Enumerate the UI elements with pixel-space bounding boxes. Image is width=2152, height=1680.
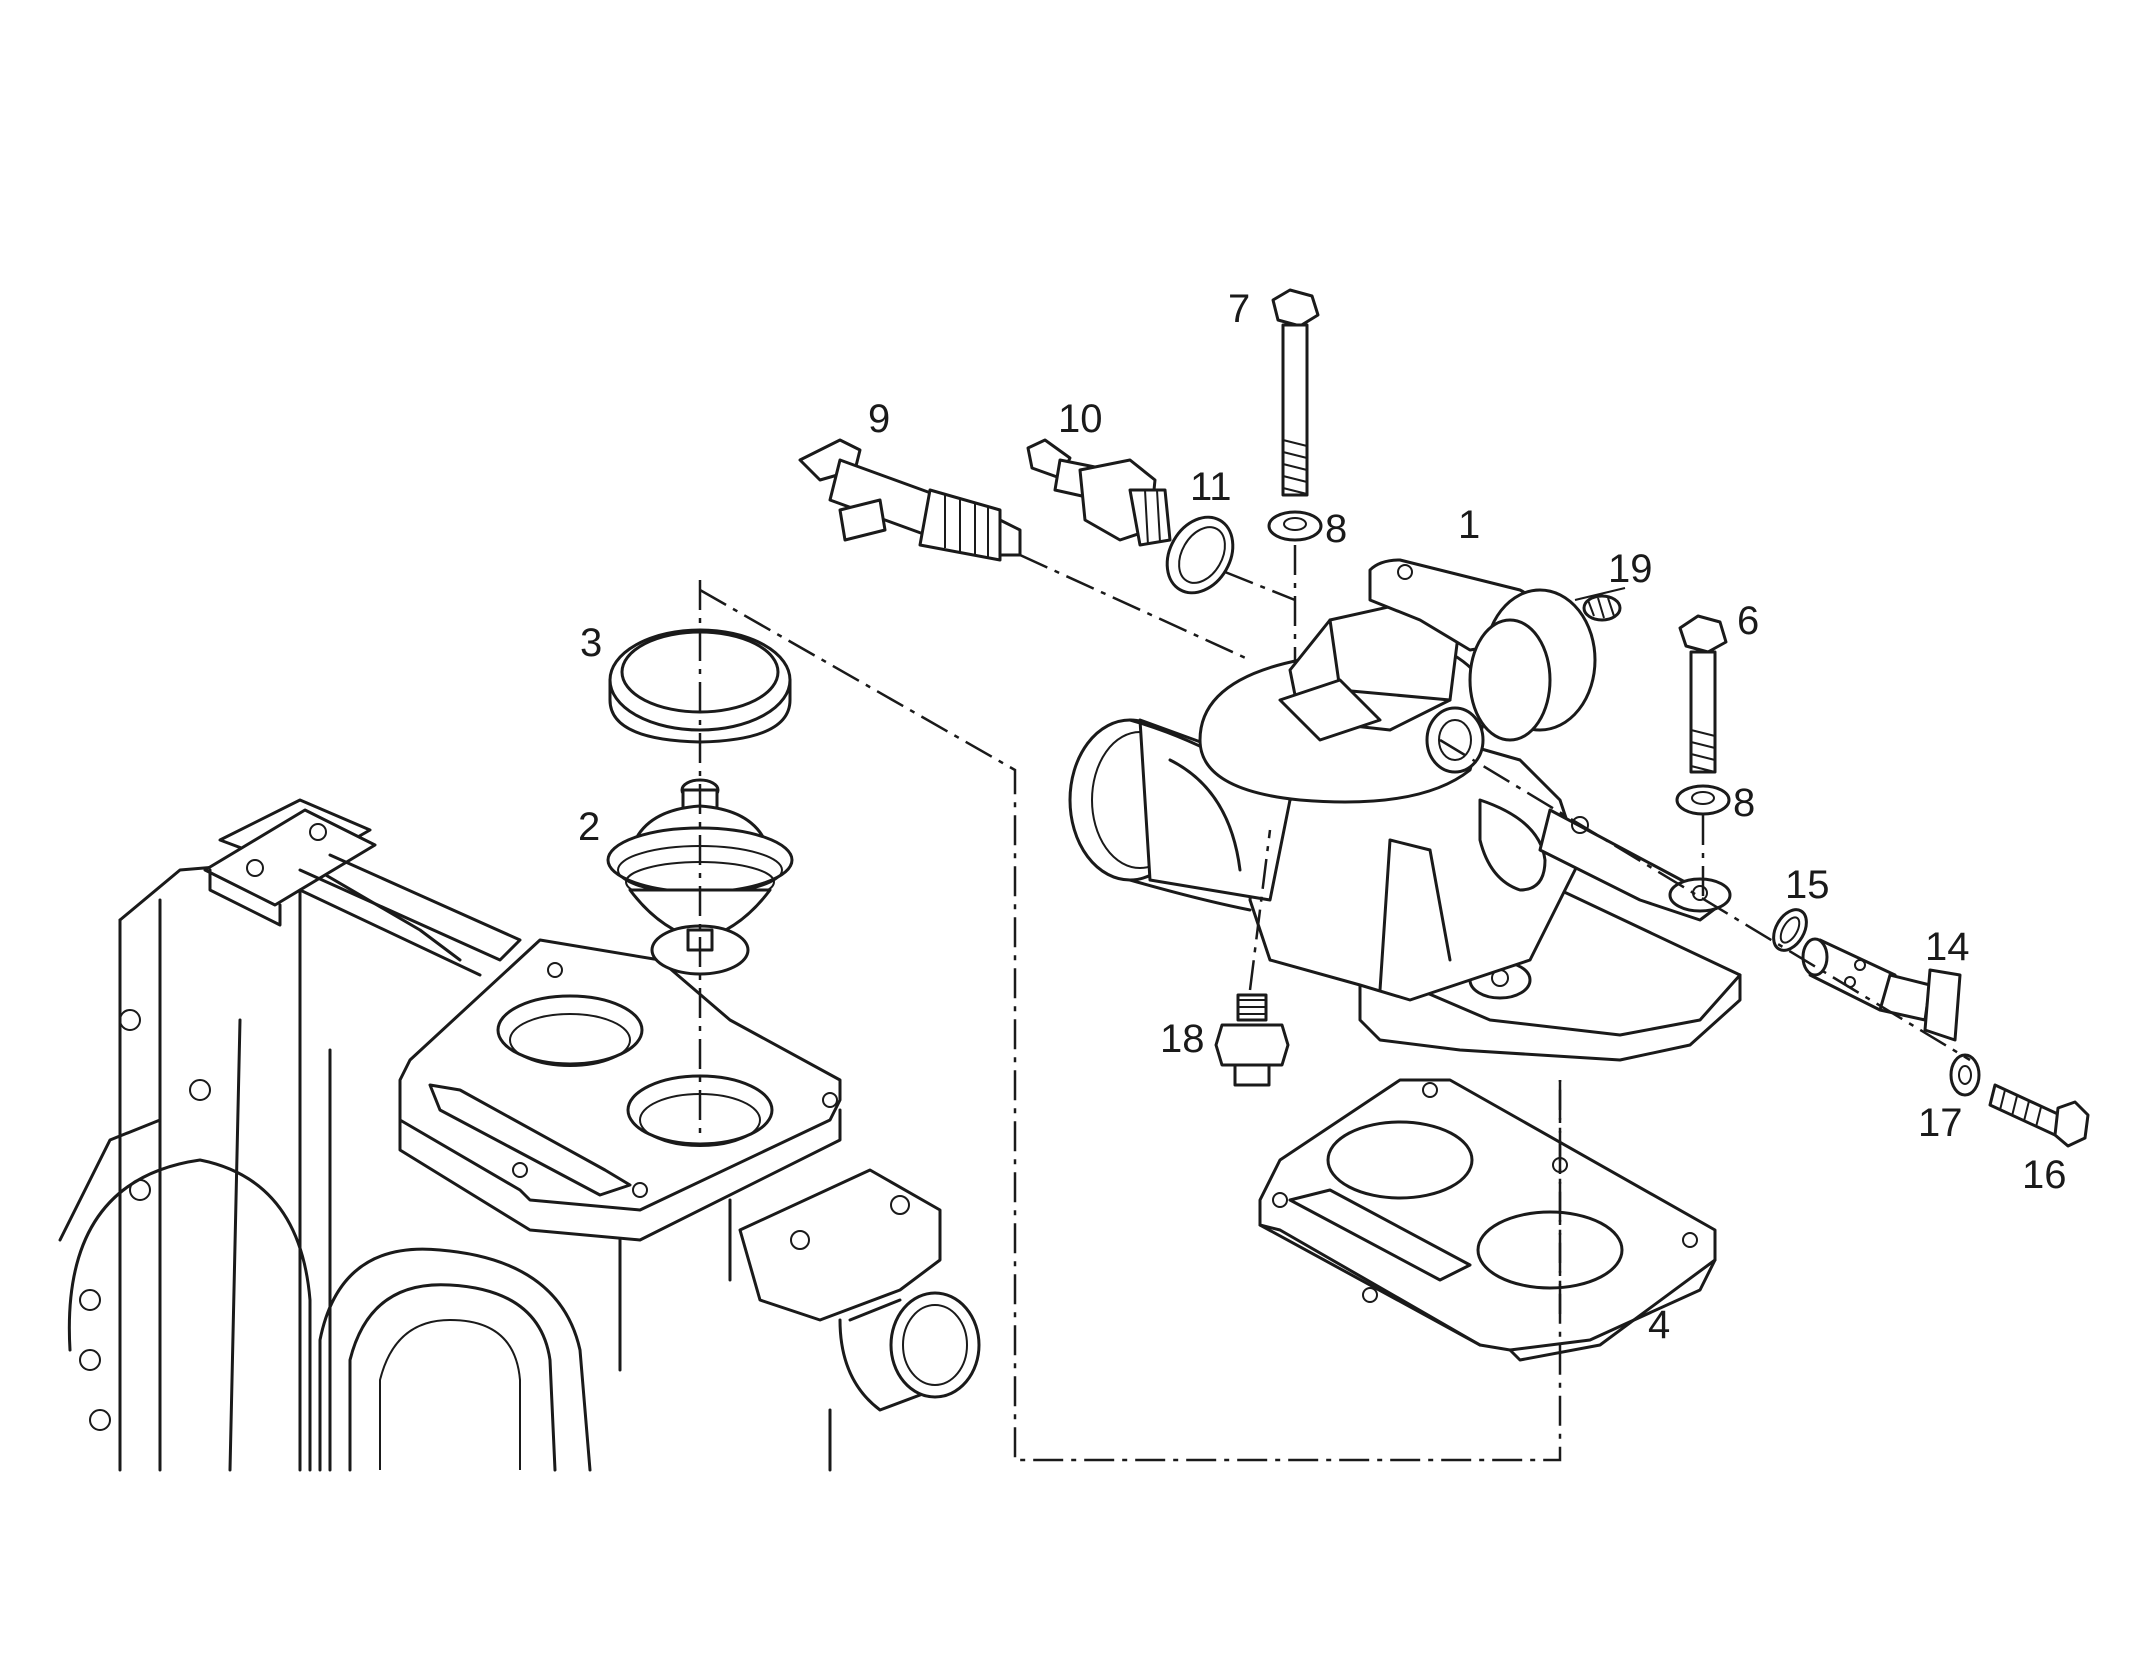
callout-14: 14 — [1925, 925, 1970, 969]
callout-4: 4 — [1648, 1303, 1670, 1347]
bolt-part-6 — [1678, 614, 1728, 774]
callout-19: 19 — [1608, 547, 1653, 591]
screw-part-16 — [1988, 1083, 2090, 1148]
callout-18: 18 — [1160, 1017, 1205, 1061]
thermostat-housing-part-1 — [1068, 558, 1742, 1062]
callout-8-lower: 8 — [1733, 781, 1755, 825]
plug-part-19 — [1582, 594, 1622, 622]
callout-17: 17 — [1918, 1101, 1963, 1145]
sensor-part-14 — [1801, 937, 1962, 1042]
thermostat-housing-seat — [398, 938, 842, 1372]
callout-9: 9 — [868, 397, 890, 441]
washer-part-8-lower — [1675, 784, 1731, 816]
washer-part-8-upper — [1267, 510, 1323, 542]
callout-6: 6 — [1737, 599, 1759, 643]
callout-7: 7 — [1228, 287, 1250, 331]
callout-8-upper: 8 — [1325, 507, 1347, 551]
washer-part-17 — [1949, 1053, 1981, 1097]
thermostat-part-2 — [606, 778, 794, 976]
callout-15: 15 — [1785, 863, 1830, 907]
callout-16: 16 — [2022, 1153, 2067, 1197]
temperature-switch-part-10 — [1026, 438, 1172, 547]
temperature-sender-part-9 — [798, 438, 1022, 562]
callout-1: 1 — [1458, 503, 1480, 547]
callout-10: 10 — [1058, 397, 1103, 441]
engine-block-housing — [58, 798, 592, 1472]
callout-11: 11 — [1190, 465, 1232, 509]
o-ring-part-15 — [1772, 908, 1808, 952]
callout-2: 2 — [578, 805, 600, 849]
gasket-part-4 — [1258, 1078, 1717, 1362]
seal-ring-part-11 — [1165, 515, 1235, 595]
callout-labels: 1 2 3 4 6 7 8 8 9 10 11 14 15 16 17 18 1… — [578, 287, 2067, 1347]
nipple-part-18 — [1214, 993, 1290, 1087]
engine-outlet-neck — [738, 1168, 981, 1472]
engine-top-flange — [203, 808, 522, 977]
assembly-centerlines — [698, 545, 1971, 1462]
callout-3: 3 — [580, 621, 602, 665]
bolt-part-7 — [1271, 288, 1320, 497]
